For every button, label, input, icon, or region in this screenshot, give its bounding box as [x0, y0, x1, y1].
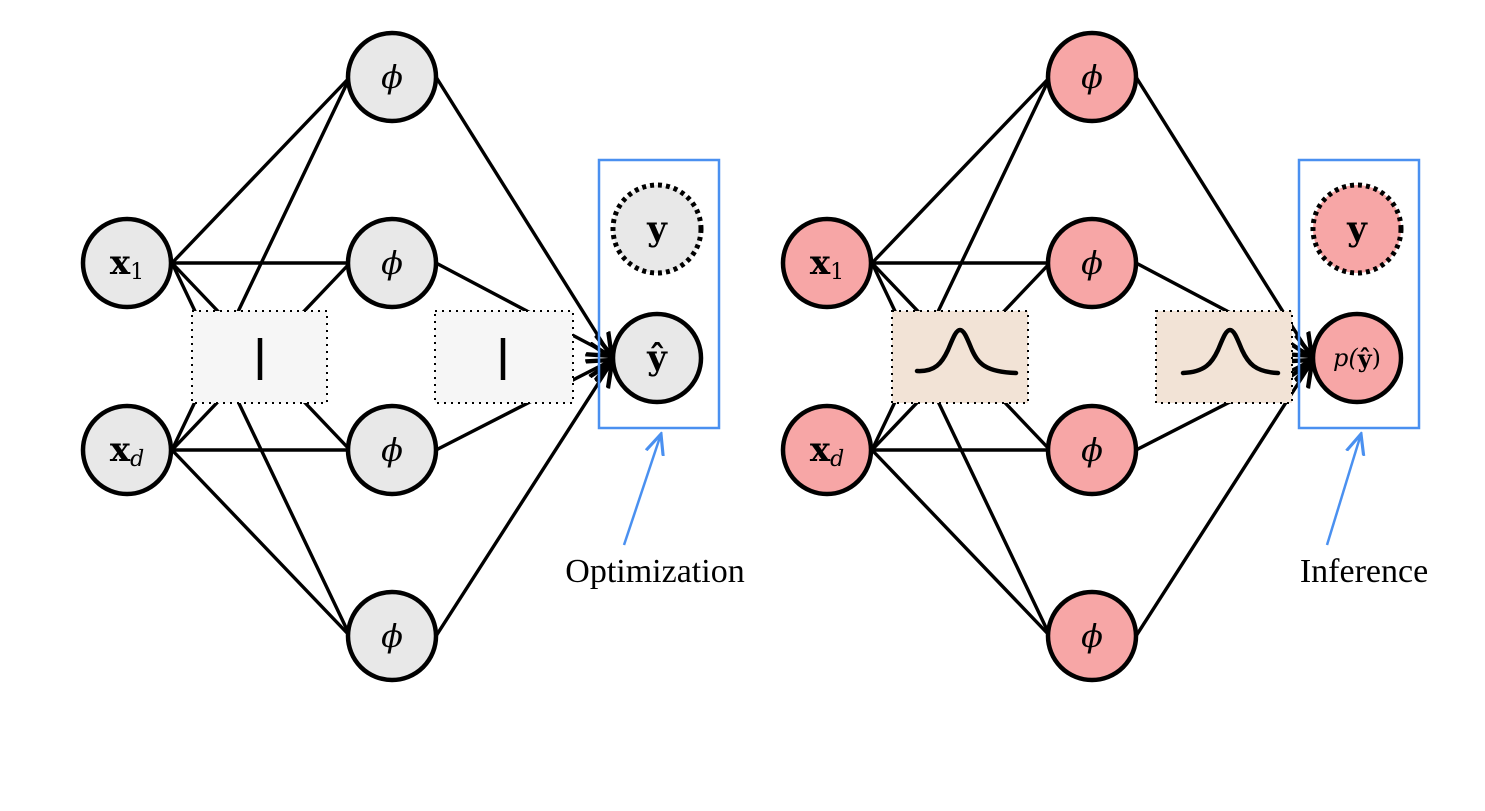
- hidden-label: ϕ: [1081, 617, 1103, 655]
- input-base: x: [810, 243, 831, 283]
- input-node-x1: x1: [80, 216, 174, 310]
- input-base: x: [110, 430, 131, 470]
- weight-distribution-box-hidden-layer: [1155, 310, 1293, 404]
- optimization-caption: Optimization: [565, 553, 744, 590]
- target-node-y: y: [610, 182, 704, 276]
- optimization-pointer-arrow: [622, 434, 661, 546]
- hidden-node-2: ϕ: [345, 216, 439, 310]
- deterministic-network: x1 xd ϕ ϕ ϕ ϕ y ŷ: [80, 30, 745, 683]
- input-subscript: d: [130, 447, 144, 472]
- output-node-predictive: p(ŷ): [1310, 311, 1404, 405]
- svg-text:p(ŷ): p(ŷ): [1333, 344, 1381, 373]
- gaussian-icon: [914, 327, 1019, 376]
- input-subscript: 1: [830, 260, 844, 285]
- weight-box-hidden-layer: [434, 310, 574, 404]
- input-node-x1: x1: [780, 216, 874, 310]
- svg-text:x1: x1: [810, 243, 844, 285]
- hidden-node-2: ϕ: [1045, 216, 1139, 310]
- target-node-y: y: [1310, 182, 1404, 276]
- hidden-node-4: ϕ: [345, 589, 439, 683]
- hidden-node-1: ϕ: [345, 30, 439, 124]
- output-frame: [597, 158, 721, 430]
- input-base: x: [110, 243, 131, 283]
- hidden-label: ϕ: [381, 244, 403, 282]
- svg-text:xd: xd: [110, 430, 144, 472]
- output-suffix: ): [1372, 344, 1381, 372]
- weight-distribution-box-input-layer: [891, 310, 1029, 404]
- output-label: ŷ: [646, 338, 668, 378]
- hidden-label: ϕ: [381, 431, 403, 469]
- input-subscript: 1: [130, 260, 144, 285]
- input-node-xd: xd: [780, 403, 874, 497]
- weight-box-input-layer: [191, 310, 328, 404]
- output-prefix: p(: [1333, 344, 1358, 372]
- hidden-node-1: ϕ: [1045, 30, 1139, 124]
- output-frame: [1297, 158, 1421, 430]
- hidden-label: ϕ: [1081, 431, 1103, 469]
- input-subscript: d: [830, 447, 844, 472]
- hidden-node-3: ϕ: [1045, 403, 1139, 497]
- hidden-label: ϕ: [381, 58, 403, 96]
- hidden-label: ϕ: [381, 617, 403, 655]
- target-label: y: [1346, 209, 1368, 249]
- gaussian-icon: [1180, 327, 1281, 376]
- bayesian-network: x1 xd ϕ ϕ ϕ ϕ y p(ŷ): [780, 30, 1428, 683]
- hidden-label: ϕ: [1081, 244, 1103, 282]
- inference-caption: Inference: [1300, 553, 1428, 590]
- hidden-node-3: ϕ: [345, 403, 439, 497]
- inference-pointer-arrow: [1325, 434, 1361, 546]
- input-node-xd: xd: [80, 403, 174, 497]
- output-node-yhat: ŷ: [610, 311, 704, 405]
- hidden-label: ϕ: [1081, 58, 1103, 96]
- svg-text:x1: x1: [110, 243, 144, 285]
- svg-text:xd: xd: [810, 430, 844, 472]
- target-label: y: [646, 209, 668, 249]
- output-symbol: ŷ: [1357, 344, 1373, 373]
- hidden-node-4: ϕ: [1045, 589, 1139, 683]
- input-base: x: [810, 430, 831, 470]
